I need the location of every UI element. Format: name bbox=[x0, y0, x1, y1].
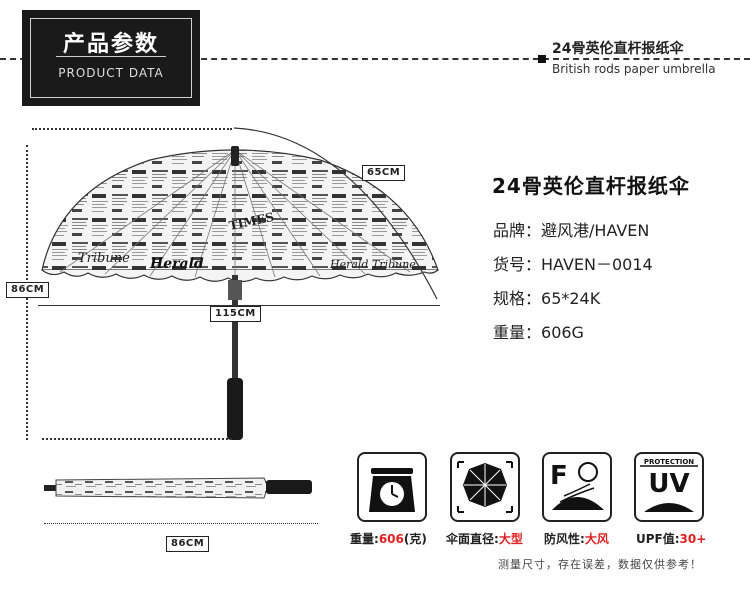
spec-value: HAVEN－0014 bbox=[541, 255, 653, 274]
spec-row-weight: 重量：606G bbox=[493, 319, 584, 343]
feature-label-text: 重量: bbox=[350, 532, 379, 546]
top-dim-line bbox=[32, 128, 232, 130]
spec-row-size: 规格：65*24K bbox=[493, 285, 600, 309]
spec-value: 避风港/HAVEN bbox=[541, 221, 650, 240]
feature-label-highlight: 606 bbox=[378, 532, 404, 546]
wind-letter: F bbox=[550, 461, 568, 491]
disclaimer-note: 测量尺寸，存在误差，数据仅供参考！ bbox=[498, 558, 702, 571]
product-data-badge: 产品参数 PRODUCT DATA bbox=[22, 10, 200, 106]
feature-label-suffix: (克) bbox=[403, 532, 427, 546]
wind-icon: F bbox=[542, 452, 612, 522]
feature-weight-label: 重量:606(克) bbox=[350, 530, 427, 547]
spec-label: 规格： bbox=[493, 289, 542, 308]
spec-value: 65*24K bbox=[541, 289, 601, 308]
badge-title-cn: 产品参数 bbox=[62, 32, 159, 57]
masthead-herald-tribune: Herald Tribune bbox=[329, 258, 416, 271]
spec-title: 24骨英伦直杆报纸伞 bbox=[492, 174, 690, 198]
feature-uv-label: UPF值:30+ bbox=[636, 530, 706, 547]
spec-label: 货号： bbox=[493, 255, 542, 274]
uv-protection-text: PROTECTION bbox=[644, 458, 694, 466]
spec-row-sku: 货号：HAVEN－0014 bbox=[493, 251, 653, 275]
badge-title-en: PRODUCT DATA bbox=[58, 66, 164, 80]
badge-divider bbox=[56, 56, 166, 57]
uv-icon: PROTECTION UV bbox=[634, 452, 704, 522]
feature-label-text: UPF值: bbox=[636, 532, 680, 546]
product-name-en: British rods paper umbrella bbox=[552, 62, 716, 76]
uv-big-text: UV bbox=[648, 469, 689, 499]
spec-value: 606G bbox=[541, 323, 584, 342]
spec-label: 重量： bbox=[493, 323, 542, 342]
product-name-cn: 24骨英伦直杆报纸伞 bbox=[552, 41, 684, 57]
spec-label: 品牌： bbox=[493, 221, 542, 240]
diameter-label: 115CM bbox=[210, 306, 261, 322]
feature-label-text: 伞面直径: bbox=[446, 532, 499, 546]
spec-row-brand: 品牌：避风港/HAVEN bbox=[493, 217, 649, 241]
bottom-dim-line bbox=[42, 438, 232, 440]
closed-umbrella-image bbox=[44, 477, 312, 499]
feature-label-highlight: 30+ bbox=[679, 532, 707, 546]
folded-length-label: 86CM bbox=[166, 536, 210, 552]
feature-label-highlight: 大型 bbox=[498, 532, 523, 546]
masthead-tribune: Tribune bbox=[78, 251, 130, 266]
total-height-label: 86CM bbox=[6, 282, 50, 298]
feature-label-text: 防风性: bbox=[544, 532, 585, 546]
diameter-dim-line bbox=[38, 305, 440, 306]
open-umbrella-image: Tribune Herald TIMES Herald Tribune bbox=[41, 146, 439, 440]
canopy-radius-label: 65CM bbox=[362, 165, 406, 181]
masthead-herald: Herald bbox=[149, 256, 204, 272]
radius-arc-line bbox=[233, 127, 438, 300]
badge-frame bbox=[30, 18, 192, 98]
scale-icon bbox=[357, 452, 427, 522]
header-dashed-rule bbox=[0, 58, 750, 60]
canopy-icon bbox=[450, 452, 520, 522]
feature-canopy-label: 伞面直径:大型 bbox=[446, 530, 523, 547]
folded-length-line bbox=[44, 523, 318, 524]
bullet-icon bbox=[538, 55, 546, 63]
feature-wind-label: 防风性:大风 bbox=[544, 530, 609, 547]
feature-label-highlight: 大风 bbox=[584, 532, 609, 546]
